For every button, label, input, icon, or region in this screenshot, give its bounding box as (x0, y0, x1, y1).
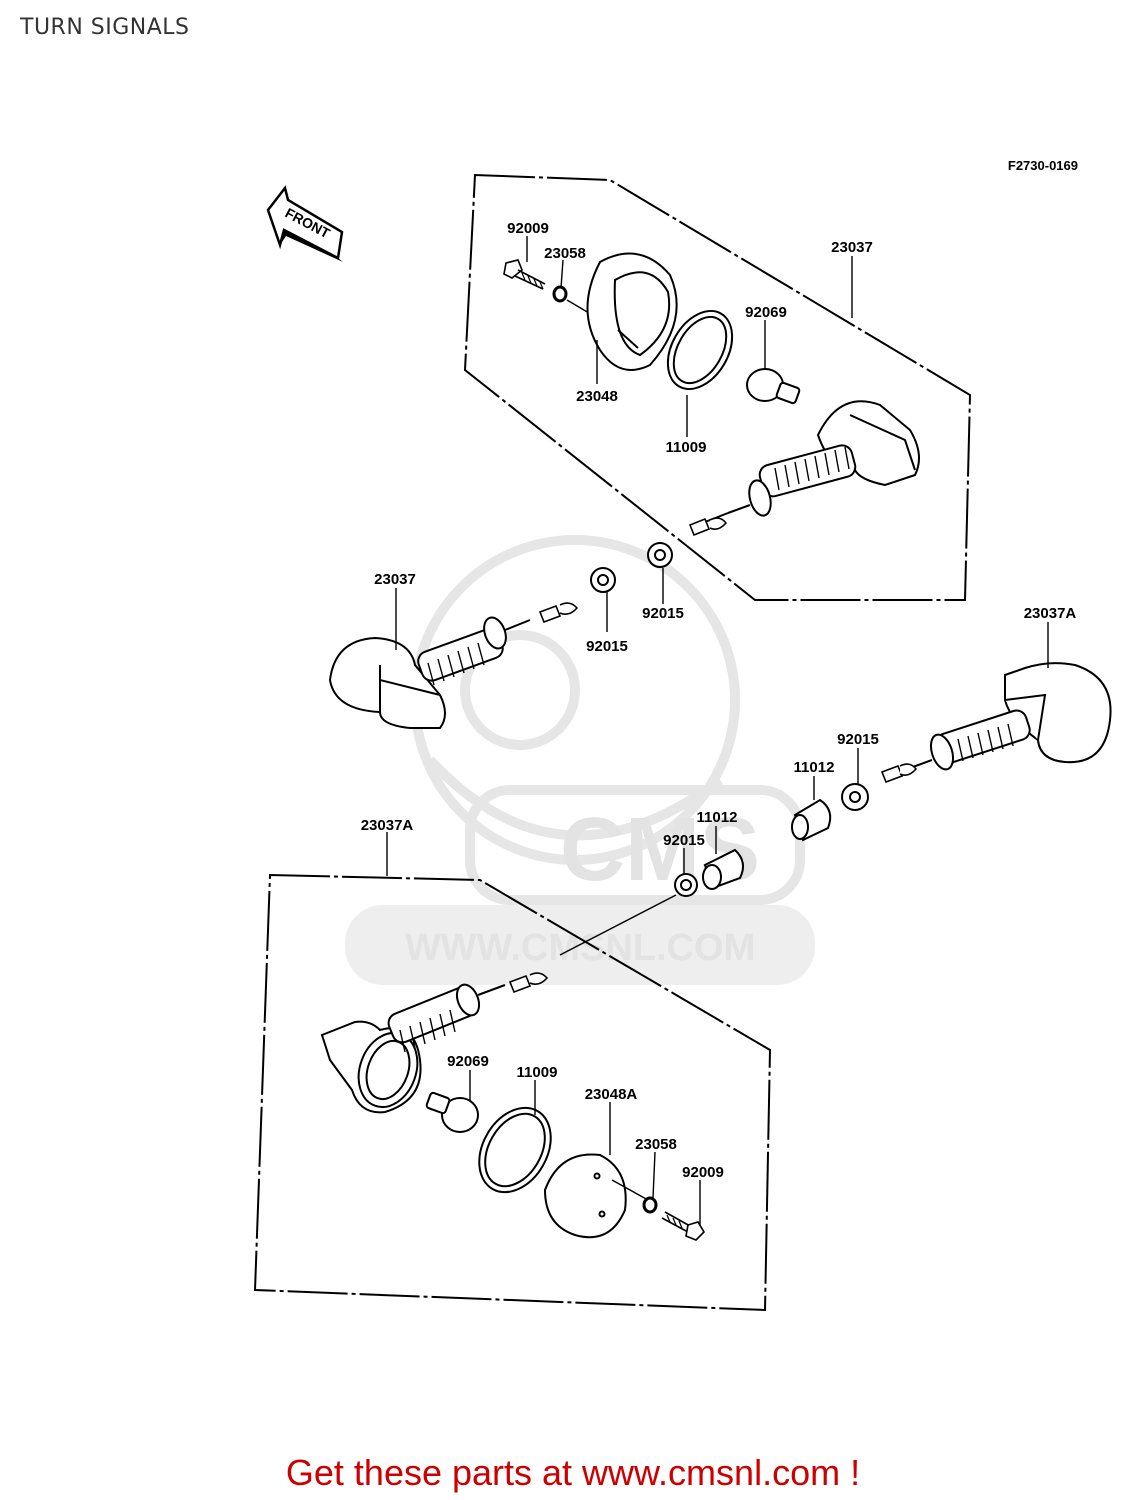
reference-code: F2730-0169 (1008, 158, 1078, 173)
parts-diagram: CMS WWW.CMSNL.COM F2730-0169 FRONT (253, 158, 1112, 1312)
signal-housing-rear-left (320, 983, 506, 1114)
callout-nut-92015-rear-right: 92015 (837, 731, 879, 748)
callout-nut-92015-middle: 92015 (663, 832, 705, 849)
watermark-body (426, 756, 723, 841)
page-title: TURN SIGNALS (20, 15, 190, 40)
callout-nut-92015: 92015 (642, 605, 684, 622)
spacer-part-middle (702, 848, 745, 890)
leader-lines-front-right (526, 236, 853, 604)
watermark-url: WWW.CMSNL.COM (405, 927, 755, 969)
watermark-badge (465, 785, 805, 905)
callout-bulb-92069: 92069 (745, 304, 787, 321)
callout-assembly-23037A-right: 23037A (1024, 605, 1077, 622)
leader-lines-rear-right (813, 622, 1049, 800)
bolt-part (503, 259, 546, 290)
bulb-part-rear-left (425, 1091, 479, 1133)
lens-cover-part-rear-left (543, 1153, 627, 1239)
washer-part (552, 285, 568, 303)
front-right-frame (463, 173, 972, 601)
callout-assembly-23037: 23037 (831, 239, 873, 256)
nut-part-left (590, 567, 616, 593)
callout-assembly-23037-left: 23037 (374, 571, 416, 588)
bulb-part (746, 368, 801, 405)
signal-housing-rear-right (909, 662, 1112, 771)
front-arrow-icon: FRONT (266, 185, 344, 262)
callout-spacer-11012-right: 11012 (794, 759, 835, 776)
rear-left-frame (253, 873, 772, 1312)
leader-lines-rear-left (386, 832, 701, 1225)
bolt-part-rear-left (661, 1211, 706, 1241)
callout-lens-23048A-left: 23048A (585, 1086, 638, 1103)
watermark-face (460, 630, 580, 750)
callout-washer-23058-left: 23058 (635, 1136, 677, 1153)
callout-nut-92015-left: 92015 (586, 638, 628, 655)
callout-bolt-92009-left: 92009 (682, 1164, 724, 1181)
callout-lens-23048: 23048 (576, 388, 618, 405)
watermark: CMS WWW.CMSNL.COM (345, 535, 815, 985)
terminal-connector-rear-left (508, 972, 549, 994)
nut-part-rear-right (841, 783, 869, 811)
terminal-connector-left (538, 602, 579, 624)
terminal-connector-rear-right (880, 763, 918, 784)
callout-gasket-11009-left: 11009 (517, 1064, 558, 1081)
leader-lines-rear-middle (559, 826, 717, 956)
assembly-axis-line-rear (611, 1179, 649, 1201)
leader-lines-front-left (395, 588, 608, 650)
washer-part-rear-left (642, 1196, 658, 1214)
callout-spacer-11012-middle: 11012 (697, 809, 738, 826)
gasket-part-rear-left (478, 1106, 552, 1194)
nut-part (647, 542, 673, 568)
signal-housing-front-left (328, 616, 531, 729)
callout-bolt-92009: 92009 (507, 220, 549, 237)
callout-gasket-11009: 11009 (666, 439, 707, 456)
lens-cover-part (586, 252, 678, 371)
nut-part-middle (674, 873, 698, 897)
callout-bulb-92069-left: 92069 (447, 1053, 489, 1070)
terminal-connector (688, 517, 728, 537)
signal-housing-front-right (704, 400, 920, 523)
callout-washer-23058: 23058 (544, 245, 586, 262)
spacer-part-rear-right (791, 798, 832, 842)
gasket-part (666, 310, 734, 390)
footer-link[interactable]: Get these parts at www.cmsnl.com ! (285, 1452, 861, 1493)
callout-assembly-23037A-left: 23037A (361, 817, 414, 834)
